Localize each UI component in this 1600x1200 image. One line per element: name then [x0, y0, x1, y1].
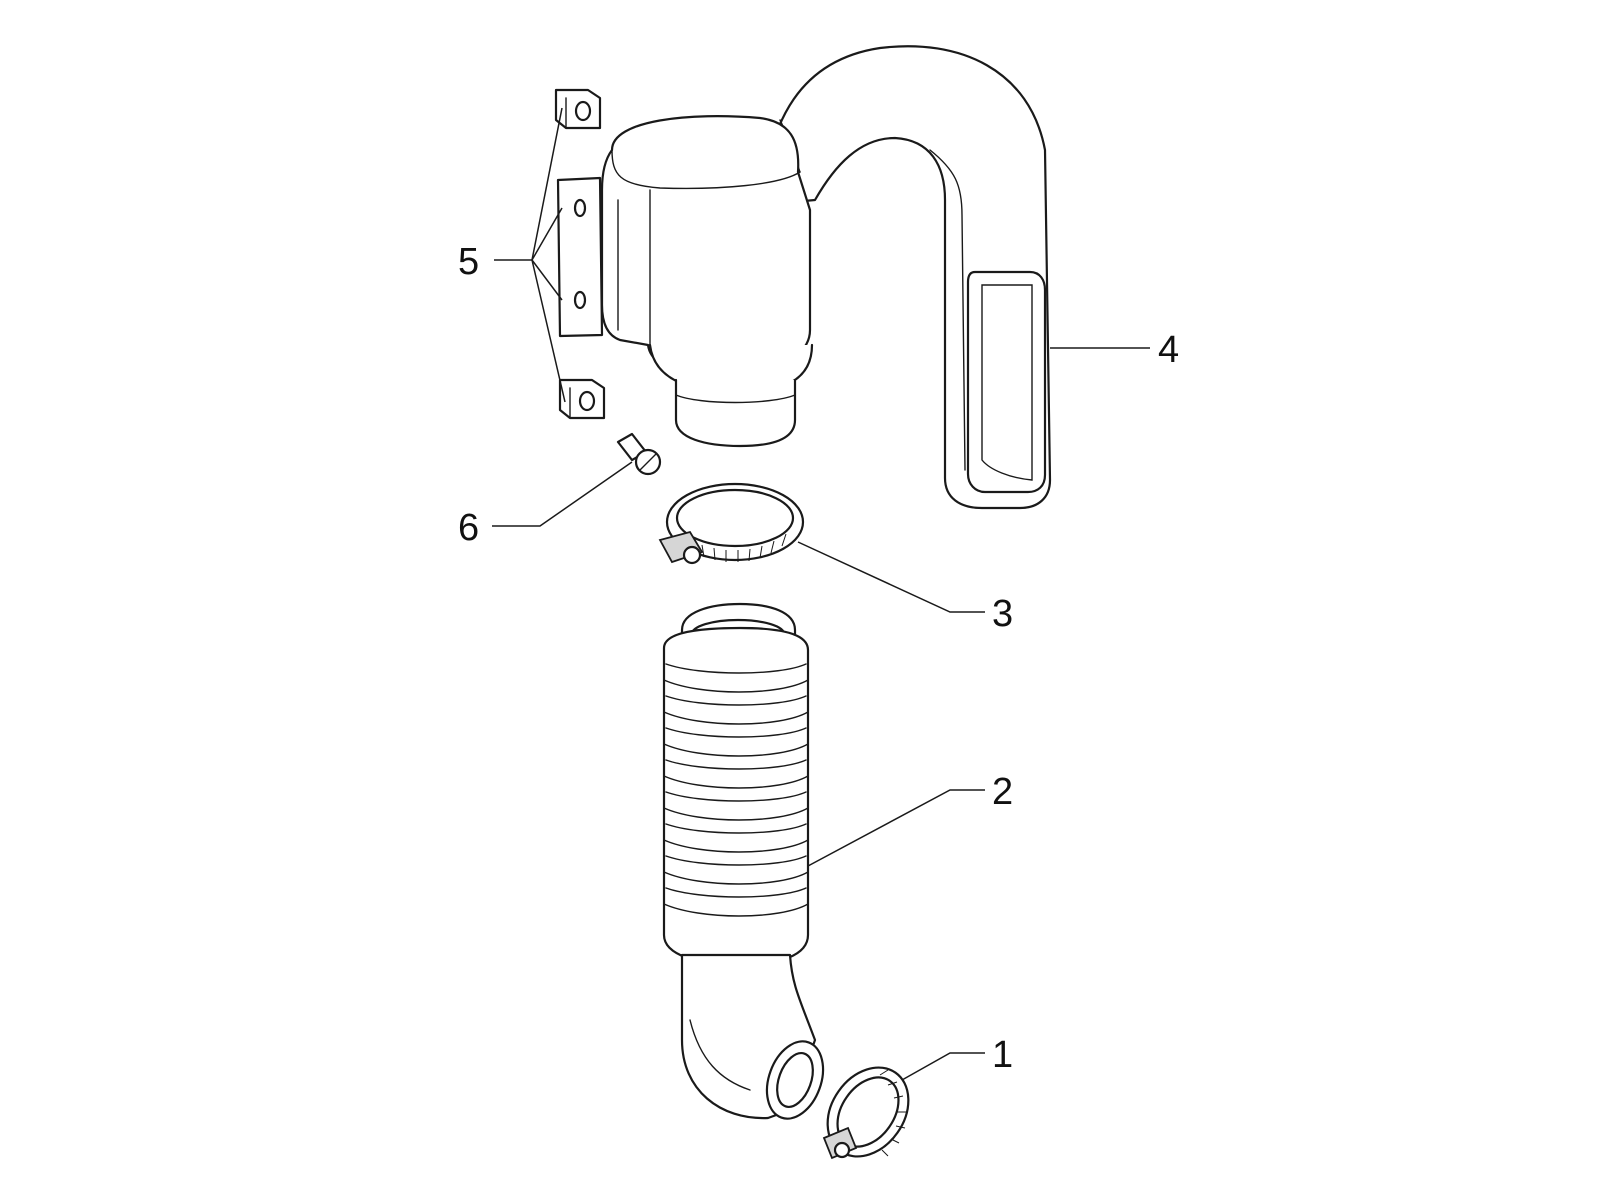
callout-1: 1: [992, 1034, 1013, 1076]
part-1-lower-hose-clamp: [822, 1066, 910, 1160]
leader-lines: [492, 107, 1150, 1081]
part-3-upper-hose-clamp: [658, 482, 805, 565]
callout-4: 4: [1158, 329, 1179, 371]
callout-6: 6: [458, 507, 479, 549]
callout-5: 5: [458, 241, 479, 283]
callout-3: 3: [992, 593, 1013, 635]
callout-2: 2: [992, 771, 1013, 813]
part-5-mounting-bracket-set: [554, 88, 606, 420]
part-6-screw: [616, 432, 662, 476]
part-4-air-duct: [600, 45, 1052, 510]
part-2-bellows-hose: [662, 602, 825, 1120]
